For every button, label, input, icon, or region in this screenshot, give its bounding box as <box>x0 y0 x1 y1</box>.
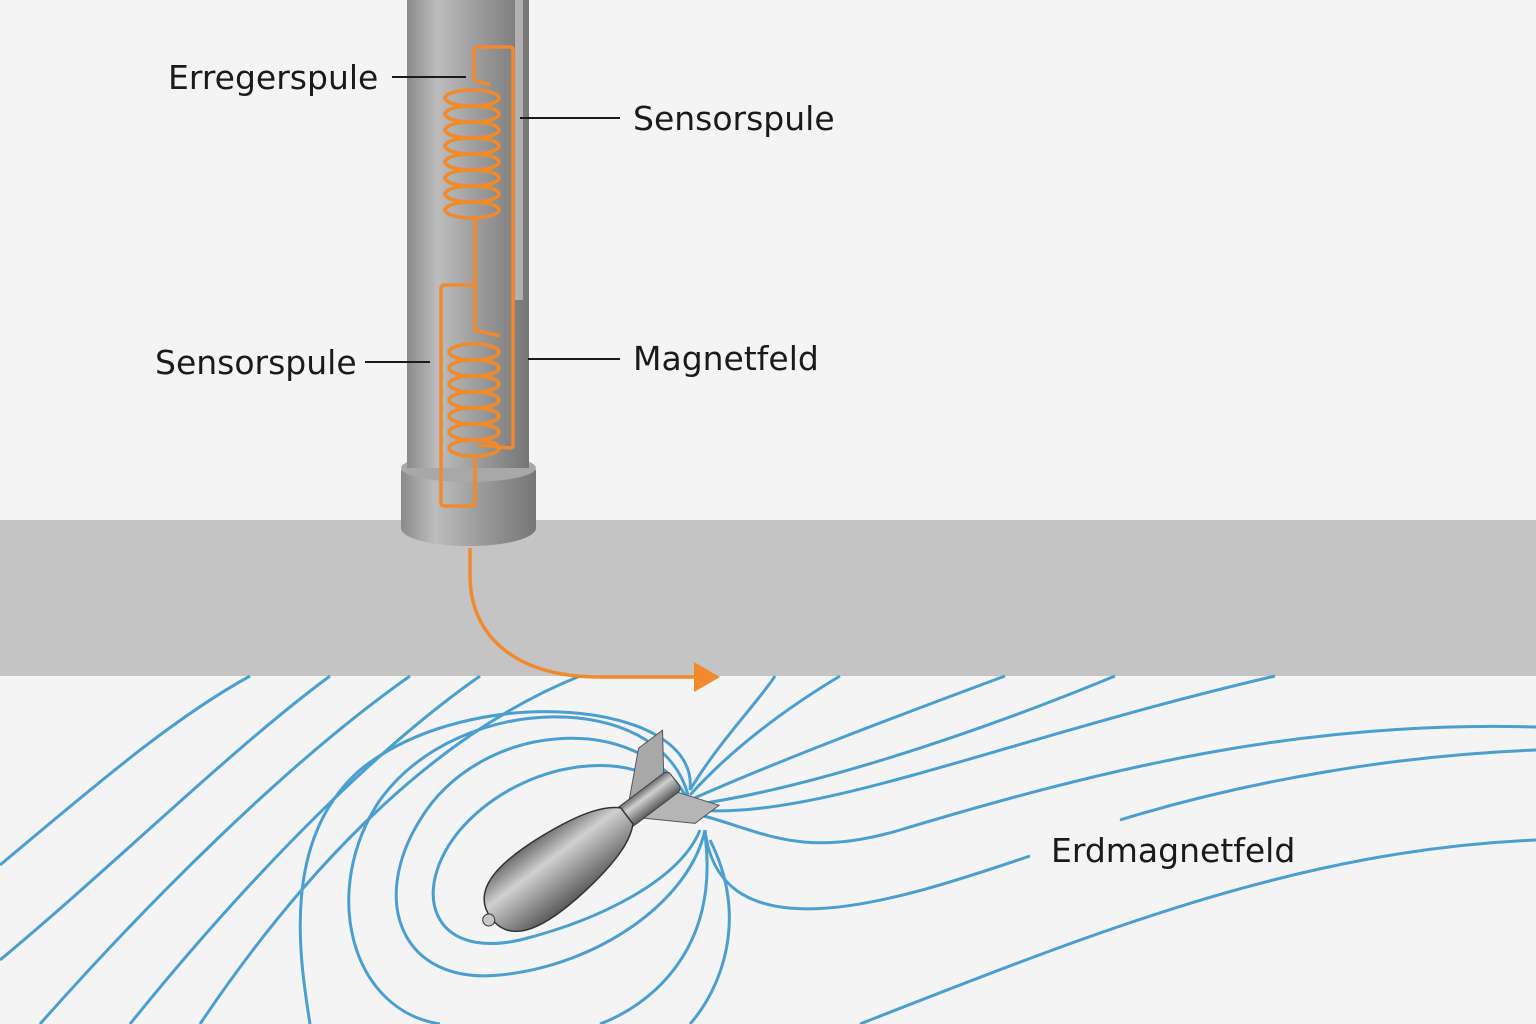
ground-layer <box>0 520 1536 676</box>
coil-wiring <box>439 45 515 508</box>
label-erdmagnetfeld: Erdmagnetfeld <box>1051 831 1296 870</box>
label-sensorspule-left: Sensorspule <box>155 343 357 382</box>
earth-magnetic-field-lines <box>0 674 1536 1024</box>
probe-rod <box>401 0 536 547</box>
excitation-coil <box>443 88 501 220</box>
buried-bomb <box>482 729 721 933</box>
leader-lines <box>365 76 620 363</box>
label-erregerspule: Erregerspule <box>168 58 379 97</box>
arrowhead-icon <box>694 662 720 692</box>
signal-arrow <box>468 548 720 692</box>
label-magnetfeld: Magnetfeld <box>633 339 819 378</box>
sensor-coil <box>447 342 501 458</box>
label-sensorspule-top: Sensorspule <box>633 99 835 138</box>
